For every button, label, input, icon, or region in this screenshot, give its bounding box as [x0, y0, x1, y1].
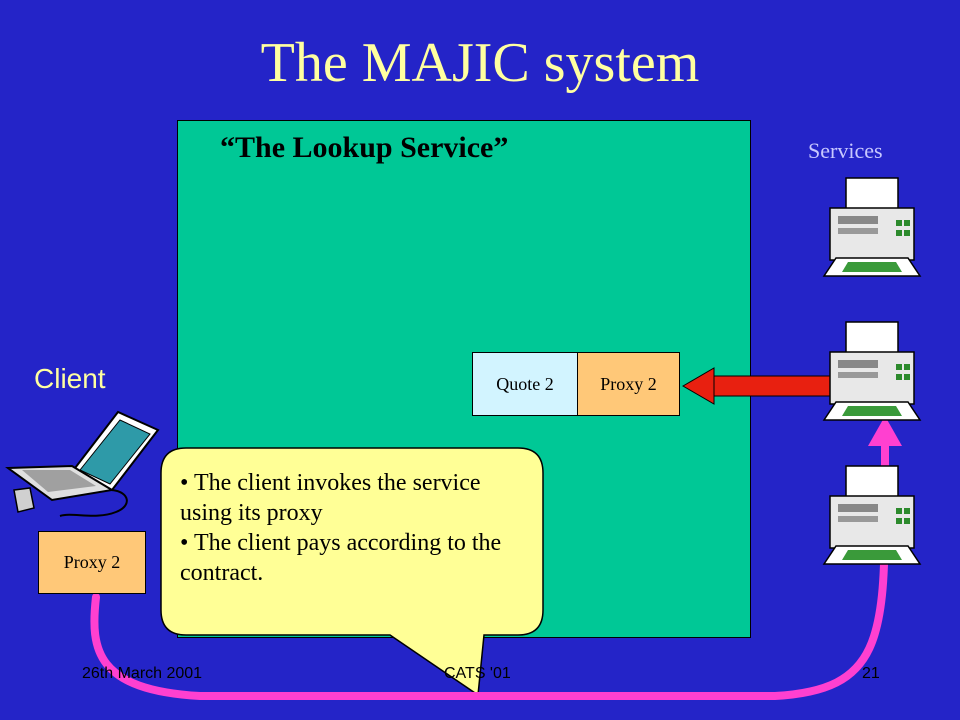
client-proxy-cell: Proxy 2: [38, 531, 146, 594]
slide-title: The MAJIC system: [260, 32, 700, 94]
lookup-service-label: “The Lookup Service”: [220, 131, 509, 164]
printer-icon[interactable]: [822, 321, 922, 421]
lookup-quote-cell: Quote 2: [472, 352, 578, 416]
red-arrow-shaft: [711, 375, 833, 397]
lookup-proxy-cell: Proxy 2: [577, 352, 680, 416]
services-label: Services: [808, 138, 883, 163]
callout-bullet: • The client pays according to the contr…: [180, 530, 502, 586]
footer-conference: CATS '01: [444, 665, 511, 682]
laptop-icon[interactable]: [5, 410, 160, 517]
footer-page-number: 21: [862, 665, 880, 682]
payment-connector: [90, 441, 889, 700]
red-arrow-head: [682, 367, 715, 405]
footer-date: 26th March 2001: [82, 665, 203, 682]
connector-arrowhead: [868, 416, 902, 446]
printer-icon[interactable]: [822, 465, 922, 565]
callout-text: • The client invokes the service using i…: [180, 468, 530, 588]
printer-icon[interactable]: [822, 177, 922, 277]
callout-bullet: • The client invokes the service using i…: [180, 470, 481, 526]
client-label: Client: [34, 363, 106, 394]
callout-bubble: [160, 447, 544, 697]
